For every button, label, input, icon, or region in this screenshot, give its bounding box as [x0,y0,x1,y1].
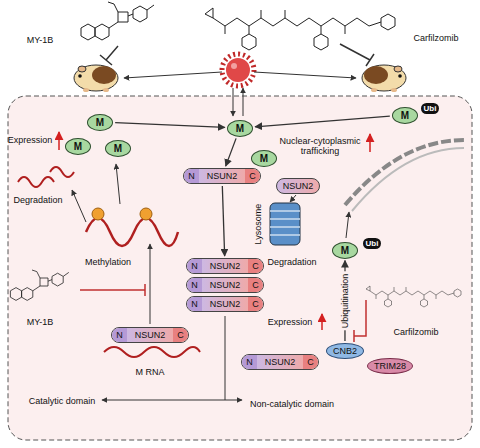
node-text: N [187,259,202,273]
drug-name: MY-1B [27,35,54,45]
cnb2-protein: CNB2 [326,343,364,359]
organelle-label: Lysosome [253,204,263,245]
node-text: M [401,110,409,121]
m-protein: M [227,120,253,137]
process-label: Expression [8,135,53,145]
node-text: Ubi [424,104,437,113]
process-label: Degradation [267,257,316,267]
nsun2-protein: NNSUN2C [186,296,264,312]
node-text: N [112,328,127,342]
node-text: CNB2 [333,346,357,356]
node-text: M [114,143,122,154]
node-text: C [248,297,263,311]
m-protein: M [392,107,418,124]
nsun2-protein: NNSUN2C [186,258,264,274]
rna-label: M RNA [136,367,165,377]
domain-label: Catalytic domain [29,396,96,406]
node-text: N [242,355,257,369]
process-label: Degradation [13,195,62,205]
node-text: M [341,245,349,256]
connector-arrow [115,123,225,128]
node-text: C [173,328,188,342]
node-text: NSUN2 [257,355,304,369]
domain-label: Non-catalytic domain [250,399,334,409]
ubiquitin-tag: Ubi [421,103,440,114]
process-label: Expression [268,317,313,327]
node-text: Ubi [366,239,379,248]
drug-name: Carfilzomib [393,327,438,337]
nsun2-protein: NSUN2 [276,178,321,194]
node-text: N [187,278,202,292]
nsun2-protein: NNSUN2C [111,327,189,343]
node-text: M [260,153,268,164]
node-text: NSUN2 [202,297,249,311]
nsun2-protein: NNSUN2C [186,277,264,293]
m-protein: M [332,242,358,259]
drug-name: MY-1B [27,317,54,327]
node-text: M [96,117,104,128]
node-text: NSUN2 [283,181,314,191]
edge-label: Ubiquitination [340,271,350,330]
connector-arrow [226,138,236,166]
process-label: Nuclear-cytoplasmic trafficking [278,136,362,157]
node-text: M [74,141,82,152]
node-text: M [236,123,244,134]
nsun2-protein: NNSUN2C [241,354,319,370]
node-text: NSUN2 [127,328,174,342]
node-text: NSUN2 [202,259,249,273]
node-text: C [245,169,260,183]
node-text: NSUN2 [199,169,246,183]
process-label: Methylation [85,257,131,267]
m-protein: M [251,150,277,167]
m-protein: M [105,140,131,157]
connector-arrow [255,116,390,127]
trim28-protein: TRIM28 [367,358,413,374]
connector-arrow [222,186,224,256]
node-text: NSUN2 [202,278,249,292]
node-text: C [303,355,318,369]
nsun2-protein: NNSUN2C [183,168,261,184]
drug-name: Carfilzomib [413,33,458,43]
node-text: N [184,169,199,183]
node-text: C [248,259,263,273]
node-text: C [248,278,263,292]
node-text: TRIM28 [374,361,406,371]
node-text: N [187,297,202,311]
m-protein: M [87,114,113,131]
ubiquitin-tag: Ubi [363,238,382,249]
m-protein: M [65,138,91,155]
